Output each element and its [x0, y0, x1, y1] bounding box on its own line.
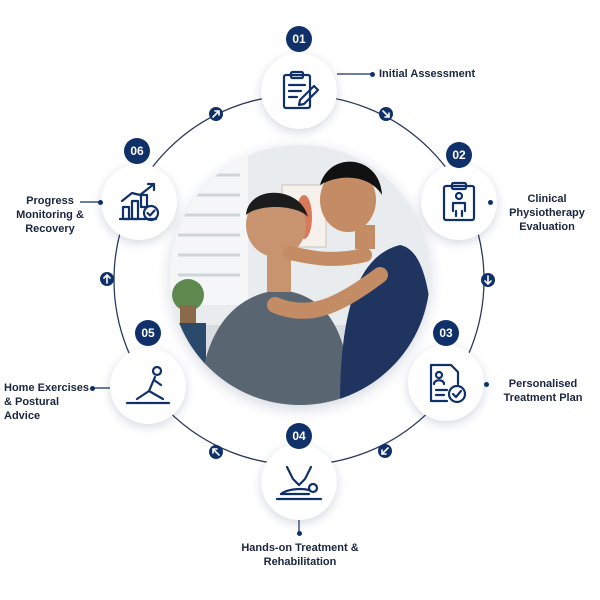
body-chart-clipboard-icon — [442, 181, 476, 222]
step-05-label: Home Exercises & Postural Advice — [4, 382, 89, 422]
arrow-up-right-icon — [209, 107, 223, 121]
connector-dot — [297, 531, 302, 536]
step-06-node — [101, 164, 177, 240]
arrow-up-icon — [100, 272, 114, 286]
step-04-number: 04 — [286, 423, 312, 449]
step-04-label: Hands-on Treatment & Rehabilitation — [241, 542, 359, 568]
step-05-number: 05 — [135, 320, 161, 346]
step-06-number: 06 — [124, 138, 150, 164]
step-04-node — [261, 444, 337, 520]
step-06-label: Progress Monitoring & Recovery — [16, 195, 84, 235]
connector-dot — [90, 386, 95, 391]
step-03-node — [408, 345, 484, 421]
step-01-label: Initial Assessment — [379, 68, 476, 80]
arrow-down-right-icon — [379, 107, 393, 121]
step-02-label: Clinical Physiotherapy Evaluation — [509, 193, 585, 233]
clipboard-pencil-icon — [282, 70, 320, 110]
arrow-down-left-icon — [378, 444, 392, 458]
step-03-label: Personalised Treatment Plan — [503, 378, 583, 404]
stretching-person-icon — [125, 365, 171, 405]
step-02-number: 02 — [446, 142, 472, 168]
connector-dot — [370, 72, 375, 77]
physiotherapy-photo — [170, 145, 430, 405]
step-02-node — [421, 164, 497, 240]
massage-hands-icon — [275, 465, 323, 501]
step-01-number: 01 — [286, 26, 312, 52]
treatment-plan-document-icon — [429, 363, 467, 404]
arrow-up-left-icon — [209, 445, 223, 459]
arrow-down-icon — [481, 273, 495, 287]
step-01-node — [261, 53, 337, 129]
step-03-number: 03 — [433, 320, 459, 346]
connector-dot — [98, 200, 103, 205]
growth-chart-check-icon — [118, 182, 160, 222]
step-05-node — [110, 348, 186, 424]
connector-dot — [484, 382, 489, 387]
connector-dot — [488, 200, 493, 205]
